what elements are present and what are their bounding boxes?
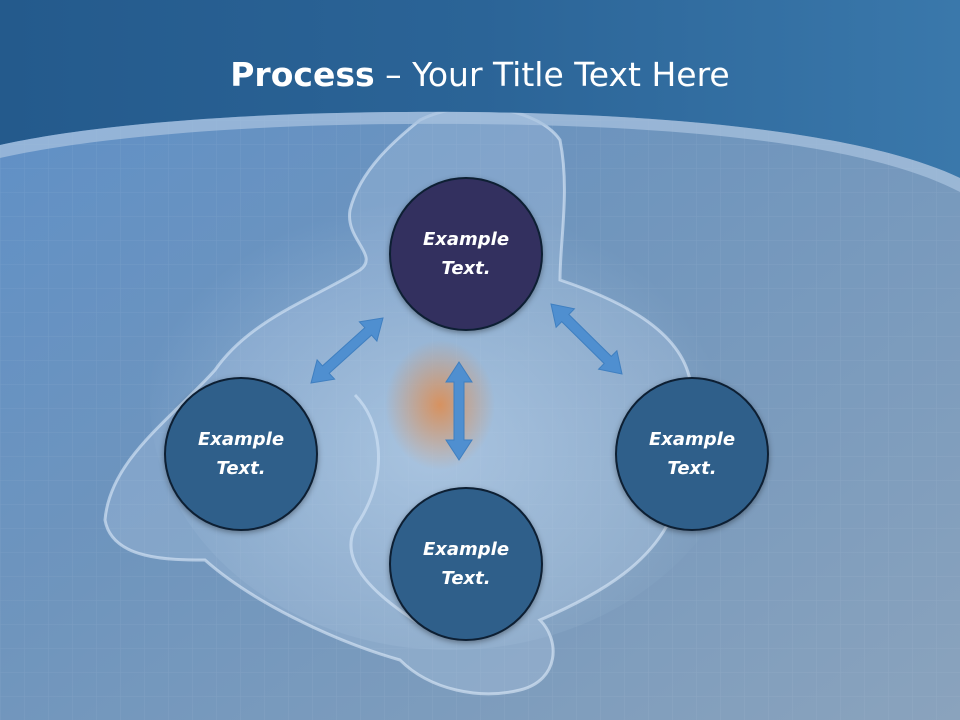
header-band bbox=[0, 0, 960, 178]
arrow-center-vertical bbox=[445, 361, 473, 461]
arrow-top-left bbox=[310, 317, 384, 384]
title-strong: Process bbox=[230, 55, 375, 94]
process-node-right[interactable]: Example Text. bbox=[615, 377, 769, 531]
page-title: Process – Your Title Text Here bbox=[0, 52, 960, 98]
node-text: Example Text. bbox=[197, 429, 285, 479]
node-text: Example Text. bbox=[422, 229, 510, 279]
arrow-top-right bbox=[550, 303, 623, 375]
node-text: Example Text. bbox=[648, 429, 736, 479]
process-node-top[interactable]: Example Text. bbox=[389, 177, 543, 331]
node-text: Example Text. bbox=[422, 539, 510, 589]
title-rest: – Your Title Text Here bbox=[374, 55, 730, 94]
process-node-bottom[interactable]: Example Text. bbox=[389, 487, 543, 641]
process-node-left[interactable]: Example Text. bbox=[164, 377, 318, 531]
